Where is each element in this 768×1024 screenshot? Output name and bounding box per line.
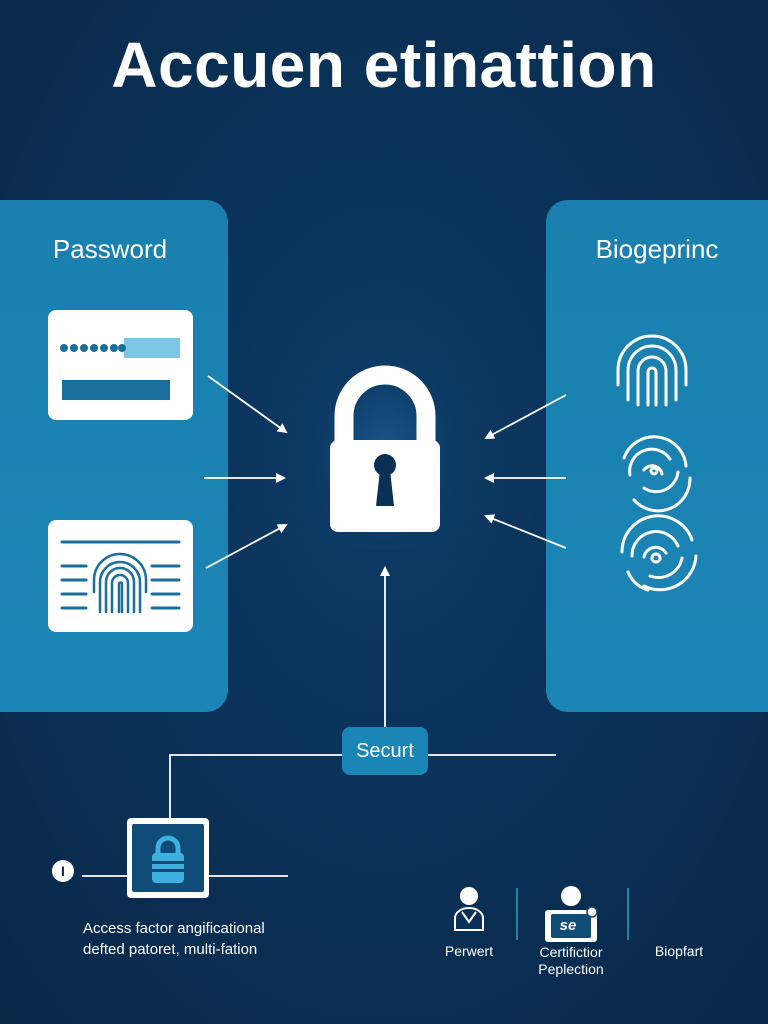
- lock-card: [127, 818, 209, 898]
- person-label: Perwert: [444, 943, 494, 959]
- divider-1: [516, 888, 518, 940]
- biometric-label: Biopfart: [654, 943, 704, 959]
- caption-line-1: Access factor angificational: [83, 920, 265, 937]
- fingerprint-card-icon: [60, 540, 181, 614]
- certification-label-line-1: Certifictior: [539, 944, 603, 960]
- biometric-panel-label: Biogeprinc: [595, 234, 719, 264]
- biometric-panel: Biogeprinc: [546, 200, 768, 712]
- connector-secure-left: [169, 754, 342, 818]
- secure-node: Securt: [342, 727, 428, 775]
- padlock-icon: [330, 365, 440, 532]
- fingerprint-icon-2: [622, 435, 692, 513]
- arrow-left-top: [207, 375, 288, 434]
- certification-label: Certifictior Peplection: [524, 944, 618, 978]
- fingerprint-icons: [616, 334, 698, 592]
- fingerprint-id-card: [48, 520, 193, 632]
- diagram-title: Accuen etinattion: [111, 29, 657, 101]
- arrow-right-bottom: [484, 514, 567, 549]
- arrow-left-bottom: [205, 524, 288, 569]
- password-field-card: [48, 310, 193, 420]
- fingerprint-icon-1: [616, 334, 688, 407]
- info-icon: I: [52, 860, 74, 882]
- password-panel-label: Password: [52, 234, 168, 264]
- arrow-right-top: [484, 394, 567, 439]
- caption-line-2: defted patoret, multi-fation: [83, 941, 258, 958]
- small-lock-icon: [152, 835, 184, 883]
- id-card-badge-text: se: [559, 917, 577, 934]
- fingerprint-icon-3: [620, 514, 698, 592]
- password-panel: Password: [0, 200, 228, 712]
- divider-2: [627, 888, 629, 940]
- certification-label-line-2: Peplection: [538, 961, 604, 977]
- caption-text: Access factor angificational defted pato…: [83, 918, 343, 960]
- person-icon: [454, 887, 484, 931]
- person-id-card-icon: [545, 886, 598, 942]
- password-field-icon: [60, 338, 180, 400]
